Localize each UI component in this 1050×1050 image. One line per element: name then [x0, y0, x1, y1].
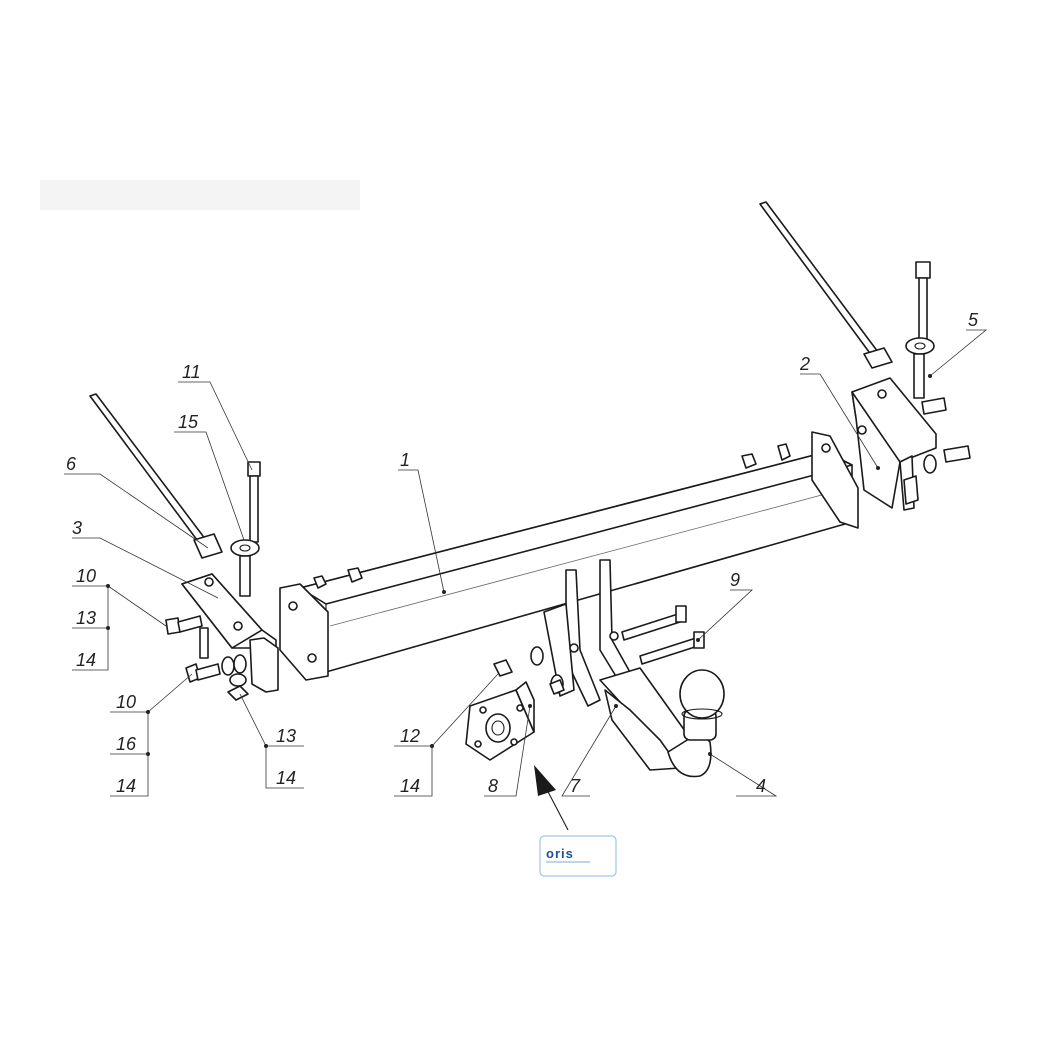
tow-ball-part-4 — [667, 669, 725, 778]
callout-10-upper: 10 — [76, 566, 96, 586]
callout-4: 4 — [756, 776, 766, 796]
callout-1: 1 — [400, 450, 410, 470]
callout-14-lower: 14 — [116, 776, 136, 796]
socket-plate-part-8 — [465, 681, 535, 761]
callout-13-lower: 13 — [276, 726, 296, 746]
hitch-arm-part-7 — [543, 559, 701, 771]
callout-14-right: 14 — [276, 768, 296, 788]
callout-3: 3 — [72, 518, 82, 538]
left-vertical-bolt-part-11 — [230, 461, 261, 597]
callout-14-center: 14 — [400, 776, 420, 796]
left-bracket-part-3 — [181, 573, 279, 693]
leader-dots — [106, 374, 932, 756]
callout-16: 16 — [116, 734, 137, 754]
bolts-part-9 — [621, 605, 705, 665]
callout-15: 15 — [178, 412, 199, 432]
callout-7: 7 — [570, 776, 581, 796]
right-bracket-part-2 — [851, 377, 937, 511]
pointer-arrow — [534, 765, 569, 831]
callout-13-upper: 13 — [76, 608, 96, 628]
callout-2: 2 — [799, 354, 810, 374]
right-small-fasteners — [921, 397, 971, 474]
callout-9: 9 — [730, 570, 740, 590]
background-smudge — [40, 180, 360, 210]
logo-text: oris — [546, 846, 574, 861]
left-small-fasteners — [165, 615, 249, 701]
nuts-washers-center — [493, 646, 565, 695]
right-vertical-bolt-part-5 — [905, 261, 935, 399]
callout-8: 8 — [488, 776, 498, 796]
oris-logo: oris — [539, 835, 617, 877]
callout-labels: 1 2 3 4 5 6 7 8 9 10 13 14 10 16 14 13 1… — [66, 310, 979, 796]
right-strap — [759, 201, 893, 369]
left-strap-part-6 — [89, 393, 223, 559]
callout-11: 11 — [182, 362, 201, 382]
callout-5: 5 — [968, 310, 979, 330]
callout-6: 6 — [66, 454, 77, 474]
cross-beam-part-1 — [279, 431, 859, 681]
callout-10-lower: 10 — [116, 692, 136, 712]
callout-12: 12 — [400, 726, 420, 746]
callout-14-upper: 14 — [76, 650, 96, 670]
